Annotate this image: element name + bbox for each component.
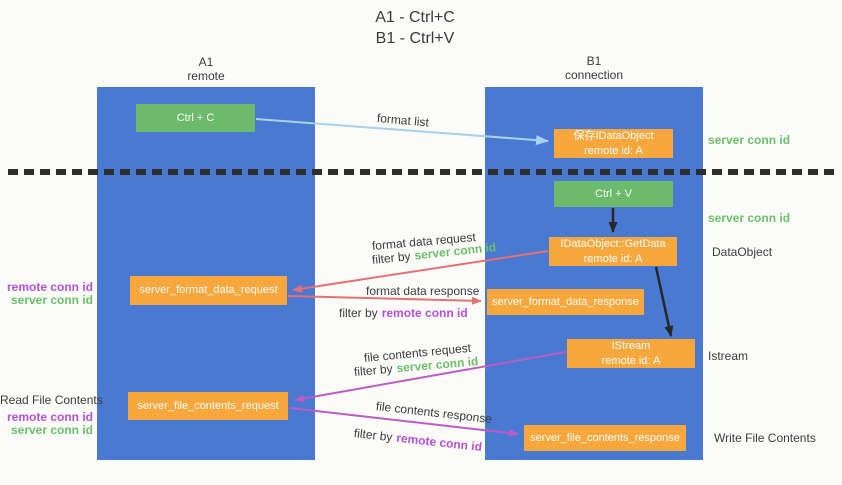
left-column-header: A1 remote	[97, 55, 315, 84]
edge-label-file-contents-response: file contents response	[375, 399, 493, 427]
node-idataobject-getdata: IDataObject::GetData remote id: A	[549, 237, 677, 266]
node-ctrl-v: Ctrl + V	[554, 181, 673, 207]
filter-by-text: filter by	[353, 426, 394, 445]
edge-label-format-list: format list	[376, 111, 430, 130]
node-server-file-contents-request-label: server_file_contents_request	[137, 399, 279, 412]
filter-by-text: filter by	[339, 306, 378, 320]
node-server-format-data-request: server_format_data_request	[130, 276, 287, 305]
node-server-file-contents-response-label: server_file_contents_response	[530, 431, 680, 444]
remote-conn-id-text: remote conn id	[381, 306, 468, 320]
left-label-server-conn-id-2: server conn id	[10, 423, 93, 437]
right-label-dataobject: DataObject	[712, 245, 773, 259]
node-istream-line1: IStream	[611, 340, 651, 353]
right-label-server-conn-id-2: server conn id	[708, 211, 791, 225]
left-column-role: remote	[187, 68, 225, 83]
title-line-1: A1 - Ctrl+C	[375, 9, 455, 26]
node-server-file-contents-response: server_file_contents_response	[524, 425, 686, 451]
node-ctrl-c: Ctrl + C	[136, 104, 255, 132]
node-getdata-line1: IDataObject::GetData	[560, 238, 666, 251]
right-column-role: connection	[564, 67, 624, 82]
left-label-remote-conn-id-1: remote conn id	[6, 280, 93, 294]
node-server-format-data-response: server_format_data_response	[487, 289, 644, 315]
node-server-format-data-request-label: server_format_data_request	[139, 284, 278, 297]
left-label-remote-conn-id-2: remote conn id	[6, 410, 93, 424]
filter-by-text: filter by	[353, 361, 394, 379]
node-save-idataobject-line2: remote id: A	[584, 144, 643, 157]
node-getdata-line2: remote id: A	[583, 252, 643, 265]
right-column-header: B1 connection	[485, 54, 703, 83]
remote-conn-id-text: remote conn id	[395, 430, 483, 455]
node-save-idataobject-line1: 保存IDataObject	[573, 130, 654, 143]
left-label-server-conn-id-1: server conn id	[10, 293, 93, 307]
title-line-2: B1 - Ctrl+V	[375, 29, 455, 47]
right-label-istream: Istream	[708, 349, 749, 363]
node-istream: IStream remote id: A	[567, 339, 695, 368]
node-ctrl-v-label: Ctrl + V	[595, 187, 632, 200]
node-save-idataobject: 保存IDataObject remote id: A	[554, 129, 673, 158]
diagram-title: A1 - Ctrl+C B1 - Ctrl+V	[330, 8, 500, 50]
edge-label-format-data-response: format data response	[366, 284, 480, 298]
filter-by-text: filter by	[371, 248, 412, 267]
node-server-file-contents-request: server_file_contents_request	[128, 392, 288, 420]
node-istream-line2: remote id: A	[601, 354, 661, 367]
left-label-read-file-contents: Read File Contents	[0, 393, 103, 407]
session-divider-dashed-line	[8, 169, 835, 175]
right-column-id: B1	[586, 54, 602, 68]
node-server-format-data-response-label: server_format_data_response	[492, 295, 639, 308]
left-column-id: A1	[198, 55, 214, 69]
right-label-write-file-contents: Write File Contents	[714, 431, 816, 445]
right-label-server-conn-id-1: server conn id	[708, 133, 791, 147]
node-ctrl-c-label: Ctrl + C	[176, 111, 215, 124]
